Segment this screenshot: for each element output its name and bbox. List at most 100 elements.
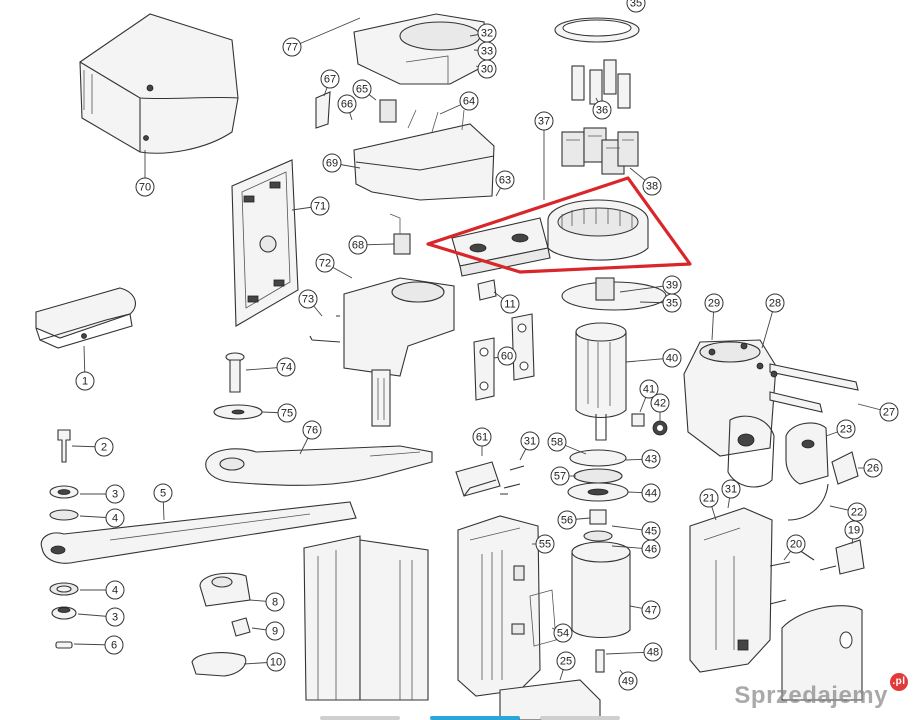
indicator-dot (540, 716, 620, 720)
part-number-label: 32 (481, 28, 493, 40)
part-number-callout: 45 (641, 521, 661, 541)
callout-circle (879, 402, 899, 422)
part-number-label: 48 (647, 647, 659, 659)
part-number-callout: 54 (553, 623, 573, 643)
part-screw-73 (309, 315, 341, 343)
part-number-label: 76 (306, 425, 318, 437)
callout-circle (75, 371, 95, 391)
callout-circle (556, 651, 576, 671)
callout-circle (472, 427, 492, 447)
part-number-label: 70 (139, 182, 151, 194)
part-number-callout: 27 (879, 402, 899, 422)
callout-circle (282, 37, 302, 57)
part-housing-55 (457, 515, 541, 697)
part-number-callout: 3 (105, 607, 125, 627)
part-number-label: 21 (703, 493, 715, 505)
part-number-callout: 6 (104, 635, 124, 655)
part-housing-32 (353, 13, 489, 85)
part-number-callout: 19 (844, 520, 864, 540)
callout-circle (836, 419, 856, 439)
callout-circle (535, 534, 555, 554)
callout-circle (459, 91, 479, 111)
part-number-callout: 31 (520, 431, 540, 451)
part-screws-28 (756, 362, 778, 378)
part-number-label: 4 (112, 513, 118, 525)
part-number-callout: 57 (550, 466, 570, 486)
part-number-label: 6 (111, 640, 117, 652)
part-number-callout: 9 (265, 621, 285, 641)
part-number-label: 72 (319, 258, 331, 270)
part-clip-11 (477, 279, 497, 301)
callout-circle (266, 652, 286, 672)
part-clip-9 (231, 617, 251, 637)
part-number-callout: 47 (641, 600, 661, 620)
part-number-label: 37 (538, 116, 550, 128)
callout-circle (618, 671, 638, 691)
part-number-label: 20 (790, 539, 802, 551)
part-pin-48 (595, 649, 605, 673)
callout-circle (786, 534, 806, 554)
part-number-label: 69 (326, 158, 338, 170)
callout-circle (352, 79, 372, 99)
callout-circle (641, 483, 661, 503)
indicator-dot-active (430, 716, 520, 720)
part-number-callout: 70 (135, 177, 155, 197)
part-number-label: 57 (554, 471, 566, 483)
callout-circle (699, 488, 719, 508)
part-number-callout: 46 (641, 539, 661, 559)
part-housing-69 (353, 99, 495, 201)
part-number-label: 40 (666, 353, 678, 365)
part-number-label: 39 (666, 280, 678, 292)
part-rollers-36 (571, 59, 631, 109)
part-number-label: 11 (504, 299, 515, 311)
part-number-callout: 21 (699, 488, 719, 508)
part-number-callout: 42 (650, 393, 670, 413)
part-plates-60 (473, 313, 535, 401)
part-base-plate (781, 605, 863, 701)
part-number-label: 58 (551, 437, 563, 449)
part-number-label: 71 (314, 201, 326, 213)
callout-circle (765, 293, 785, 313)
part-ring-35 (554, 17, 640, 43)
callout-circle (105, 607, 125, 627)
part-bushing-41-42 (631, 413, 668, 436)
part-arc-22 (787, 483, 829, 521)
part-number-label: 65 (356, 84, 368, 96)
callout-circle (153, 483, 173, 503)
part-number-callout: 32 (477, 23, 497, 43)
part-housing-29 (683, 339, 777, 457)
part-number-callout: 33 (477, 41, 497, 61)
part-number-label: 75 (281, 408, 293, 420)
part-profiles (303, 535, 429, 701)
part-number-callout: 55 (535, 534, 555, 554)
part-number-label: 56 (561, 515, 573, 527)
callout-circle (642, 176, 662, 196)
part-number-label: 5 (160, 488, 166, 500)
callout-circle (497, 346, 517, 366)
part-arm-5 (40, 501, 357, 564)
part-number-label: 66 (341, 99, 353, 111)
part-number-callout: 25 (556, 651, 576, 671)
callout-circle (337, 94, 357, 114)
part-number-callout: 67 (320, 69, 340, 89)
part-number-callout: 22 (847, 502, 867, 522)
part-number-label: 64 (463, 96, 475, 108)
part-number-callout: 43 (641, 449, 661, 469)
part-number-callout: 11 (500, 294, 520, 314)
part-bracket-37 (451, 199, 649, 277)
watermark: Sprzedajemy .pl (734, 673, 908, 710)
part-number-label: 3 (112, 489, 118, 501)
part-number-label: 28 (769, 298, 781, 310)
part-number-callout: 4 (105, 508, 125, 528)
part-number-label: 30 (481, 64, 493, 76)
part-number-callout: 74 (276, 357, 296, 377)
part-number-callout: 60 (497, 346, 517, 366)
part-number-label: 46 (645, 544, 657, 556)
callout-circle (534, 111, 554, 131)
watermark-badge: .pl (890, 673, 908, 691)
part-bushing-3 (49, 485, 79, 620)
part-number-callout: 69 (322, 153, 342, 173)
callout-circle (322, 153, 342, 173)
part-bracket-plate-71 (231, 159, 299, 327)
part-number-callout: 76 (302, 420, 322, 440)
